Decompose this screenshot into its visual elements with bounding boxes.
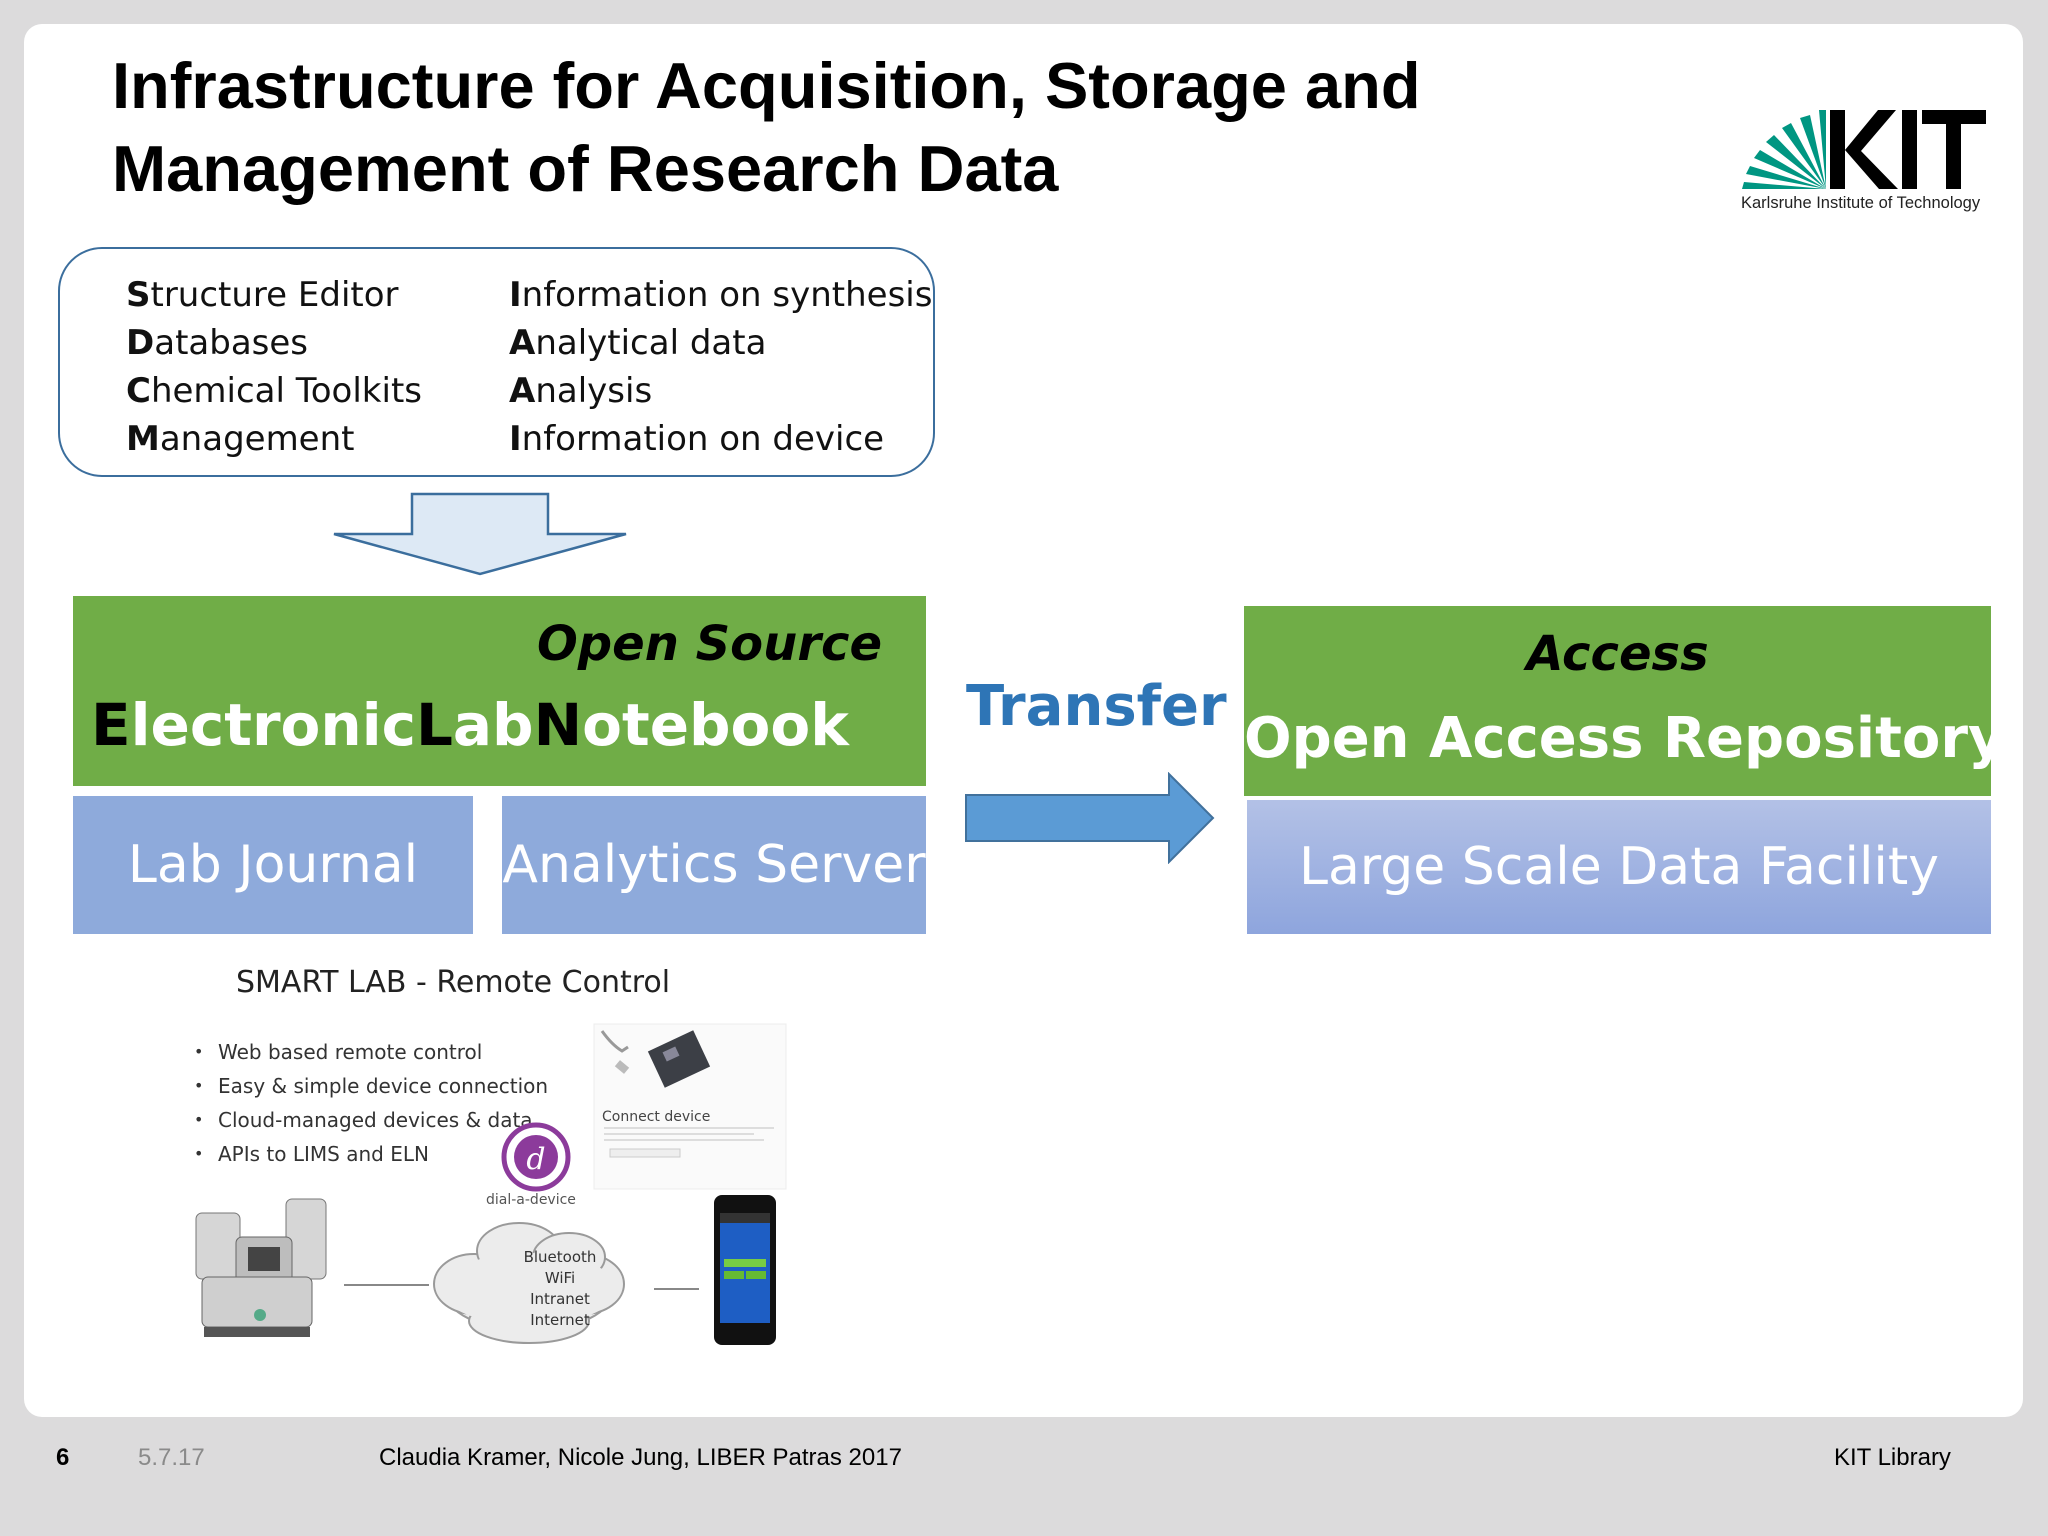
cloud-label: Internet bbox=[530, 1311, 590, 1329]
input-item: Information on device bbox=[509, 419, 885, 459]
pump-device-icon bbox=[195, 1198, 327, 1337]
dial-a-device-logo: d bbox=[501, 1122, 571, 1192]
input-item: Analysis bbox=[509, 371, 653, 411]
input-item: Management bbox=[126, 419, 355, 459]
smart-lab-figure: SMART LAB - Remote Control Web based rem… bbox=[174, 959, 824, 1399]
input-item: Structure Editor bbox=[126, 275, 399, 315]
title-line-1: Infrastructure for Acquisition, Storage … bbox=[112, 49, 1421, 122]
smart-lab-illustration: d bbox=[195, 1023, 787, 1345]
list-item: APIs to LIMS and ELN bbox=[188, 1137, 548, 1171]
circuit-board-icon bbox=[647, 1030, 711, 1088]
page-number: 6 bbox=[56, 1444, 70, 1471]
smart-lab-title: SMART LAB - Remote Control bbox=[236, 965, 671, 1000]
input-item: Information on synthesis bbox=[509, 275, 933, 315]
repository-block: Access Open Access Repository bbox=[1244, 606, 2005, 796]
list-item: Easy & simple device connection bbox=[188, 1069, 548, 1103]
usb-cable-icon bbox=[600, 1030, 629, 1053]
eln-block: Open Source ElectronicLabNotebook bbox=[73, 596, 926, 786]
open-source-label: Open Source bbox=[537, 616, 882, 672]
cloud-label: WiFi bbox=[544, 1269, 576, 1287]
kit-logo bbox=[1742, 110, 1986, 189]
input-box: Structure Editor Databases Chemical Tool… bbox=[58, 247, 935, 477]
down-arrow-icon bbox=[333, 492, 627, 576]
access-label: Access bbox=[1526, 626, 1709, 682]
analytics-server-label: Analytics Server bbox=[502, 835, 926, 895]
lab-journal-box: Lab Journal bbox=[73, 796, 473, 934]
input-item: Analytical data bbox=[509, 323, 767, 363]
input-item: Databases bbox=[126, 323, 308, 363]
usb-plug-icon bbox=[614, 1060, 630, 1074]
right-arrow-icon bbox=[965, 772, 1215, 864]
eln-name: ElectronicLabNotebook bbox=[91, 691, 849, 759]
smart-lab-bullets: Web based remote control Easy & simple d… bbox=[188, 1035, 548, 1171]
footer-date: 5.7.17 bbox=[138, 1444, 205, 1471]
list-item: Cloud-managed devices & data bbox=[188, 1103, 548, 1137]
svg-text:d: d bbox=[526, 1142, 545, 1177]
slide: Infrastructure for Acquisition, Storage … bbox=[24, 24, 2023, 1417]
cloud-label: Bluetooth bbox=[523, 1248, 597, 1266]
lab-journal-label: Lab Journal bbox=[127, 835, 419, 895]
analytics-server-box: Analytics Server bbox=[502, 796, 926, 934]
footer-authors: Claudia Kramer, Nicole Jung, LIBER Patra… bbox=[379, 1444, 902, 1471]
input-list-right: Information on synthesis Analytical data… bbox=[509, 271, 932, 463]
repository-name: Open Access Repository bbox=[1244, 706, 2005, 771]
cloud-labels: Bluetooth WiFi Intranet Internet bbox=[490, 1247, 630, 1331]
slide-title: Infrastructure for Acquisition, Storage … bbox=[112, 44, 1672, 210]
transfer-label: Transfer bbox=[966, 674, 1227, 739]
title-line-2: Management of Research Data bbox=[112, 132, 1059, 205]
input-list-left: Structure Editor Databases Chemical Tool… bbox=[126, 271, 422, 463]
input-item: Chemical Toolkits bbox=[126, 371, 422, 411]
cloud-label: Intranet bbox=[530, 1290, 590, 1308]
footer-organization: KIT Library bbox=[1834, 1444, 1951, 1471]
lsdf-box: Large Scale Data Facility bbox=[1247, 800, 1991, 934]
dial-a-device-label: dial-a-device bbox=[486, 1192, 576, 1208]
lsdf-label: Large Scale Data Facility bbox=[1298, 837, 1940, 897]
logo-subtitle: Karlsruhe Institute of Technology bbox=[1741, 194, 1981, 212]
connect-device-label: Connect device bbox=[602, 1109, 711, 1125]
smartphone-icon bbox=[714, 1195, 776, 1345]
list-item: Web based remote control bbox=[188, 1035, 548, 1069]
